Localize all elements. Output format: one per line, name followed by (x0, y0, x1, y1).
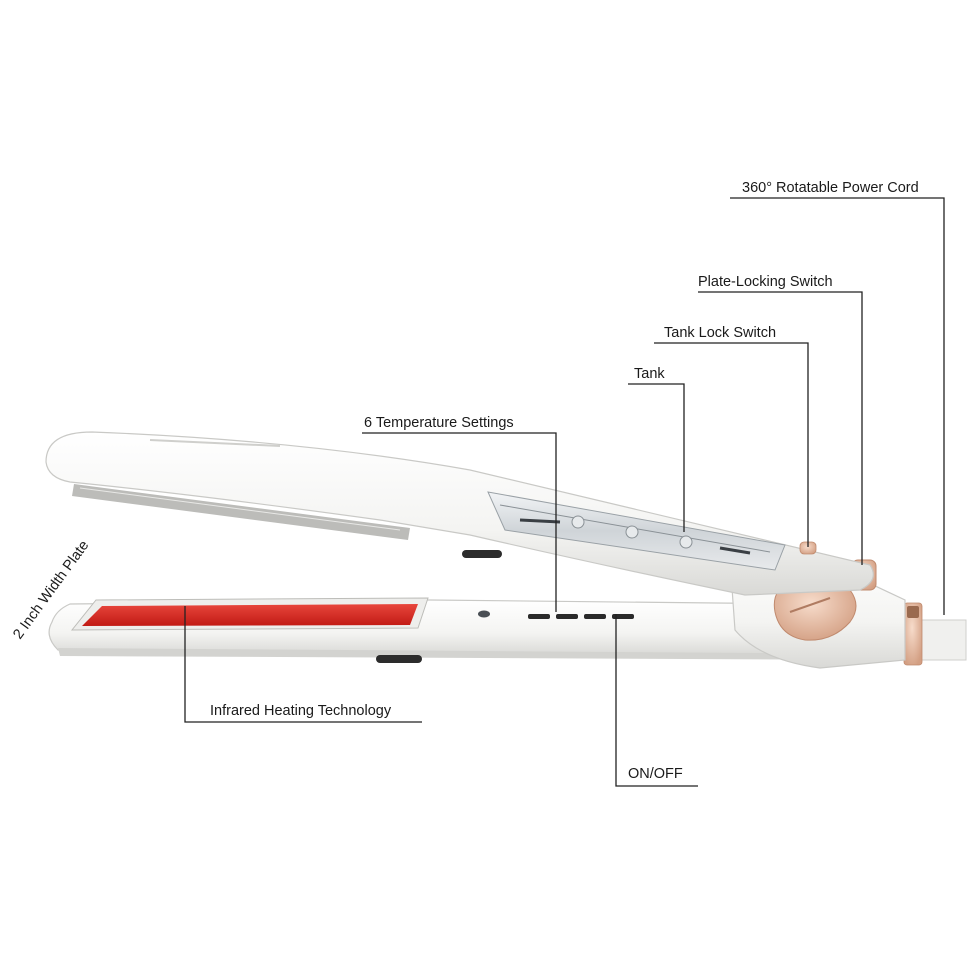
bottom-arm-foot (376, 655, 422, 663)
bottom-arm (48, 597, 906, 663)
leader-tank-lock (654, 342, 809, 547)
top-arm (45, 431, 874, 596)
leader-tank (628, 383, 685, 532)
label-temp-settings: 6 Temperature Settings (364, 415, 514, 431)
temperature-buttons (528, 614, 634, 619)
leader-power-cord (730, 197, 945, 615)
leader-on-off (615, 614, 698, 787)
label-tank-lock: Tank Lock Switch (664, 325, 776, 341)
water-tank (487, 491, 786, 571)
heating-plate (70, 597, 429, 631)
label-power-cord: 360° Rotatable Power Cord (742, 180, 919, 196)
label-plate-lock: Plate-Locking Switch (698, 274, 833, 290)
power-cord (903, 602, 967, 666)
leader-temp (362, 432, 557, 612)
label-tank: Tank (634, 366, 665, 382)
leader-plate-lock (698, 291, 863, 565)
top-arm-foot (462, 550, 502, 558)
leader-infrared (184, 606, 422, 723)
label-infrared: Infrared Heating Technology (210, 703, 392, 719)
leader-lines (184, 197, 945, 787)
label-on-off: ON/OFF (628, 766, 683, 782)
indicator-light (478, 610, 490, 618)
